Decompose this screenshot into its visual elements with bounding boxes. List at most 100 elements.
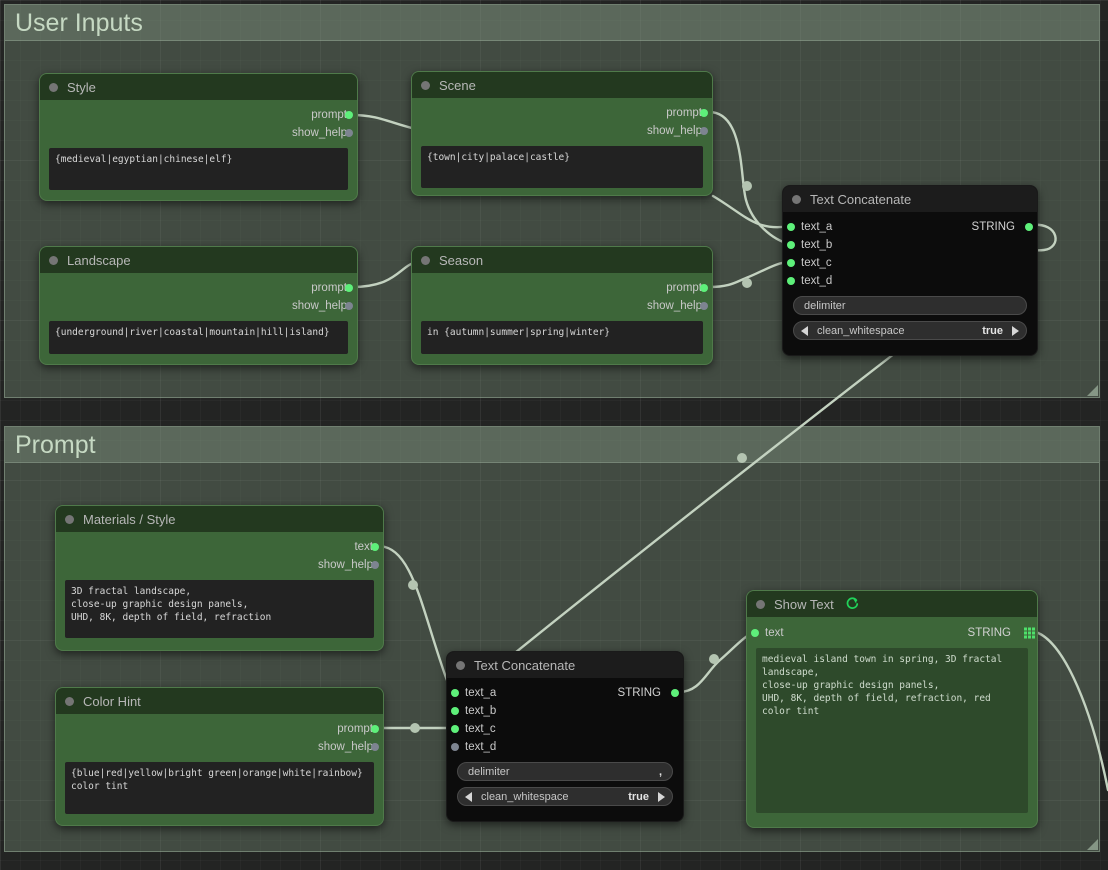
input-slot-text[interactable]: text STRING — [747, 623, 1037, 643]
input-port-dot[interactable] — [787, 259, 795, 267]
output-port-dot[interactable] — [671, 689, 679, 697]
output-port-dot[interactable] — [371, 725, 379, 733]
node-header[interactable]: Landscape — [40, 247, 357, 273]
node-landscape[interactable]: Landscape prompt show_help {underground|… — [39, 246, 358, 365]
input-slot-text_d[interactable]: text_d — [447, 738, 683, 756]
input-port-dot[interactable] — [451, 707, 459, 715]
node-title: Materials / Style — [83, 511, 176, 527]
collapse-dot-icon[interactable] — [792, 194, 801, 204]
input-slot-text_c[interactable]: text_c — [447, 720, 683, 738]
node-scene[interactable]: Scene prompt show_help {town|city|palace… — [411, 71, 713, 196]
grid-icon[interactable] — [1024, 627, 1035, 639]
output-slot-prompt[interactable]: prompt — [412, 279, 712, 297]
input-slot-text_a[interactable]: text_a STRING — [783, 218, 1037, 236]
input-slot-text_c[interactable]: text_c — [783, 254, 1037, 272]
output-port-dot[interactable] — [700, 302, 708, 310]
input-port-dot[interactable] — [787, 241, 795, 249]
node-header[interactable]: Materials / Style — [56, 506, 383, 532]
output-port-dot[interactable] — [700, 109, 708, 117]
widget-delimiter[interactable]: delimiter , — [457, 762, 673, 781]
output-port-dot[interactable] — [700, 284, 708, 292]
collapse-dot-icon[interactable] — [421, 80, 430, 90]
node-header[interactable]: Season — [412, 247, 712, 273]
input-port-dot[interactable] — [787, 223, 795, 231]
input-port-dot[interactable] — [787, 277, 795, 285]
textarea-prompt[interactable]: in {autumn|summer|spring|winter} — [421, 321, 703, 354]
group-resize-handle[interactable] — [1087, 385, 1098, 396]
group-title-user-inputs[interactable]: User Inputs — [5, 5, 1099, 41]
input-port-dot[interactable] — [751, 629, 759, 637]
refresh-icon[interactable] — [845, 597, 859, 611]
output-port-dot[interactable] — [700, 127, 708, 135]
input-slot-label: text_d — [465, 741, 497, 753]
node-header[interactable]: Style — [40, 74, 357, 100]
output-port-dot[interactable] — [345, 111, 353, 119]
output-slot-show-help[interactable]: show_help — [40, 124, 357, 142]
textarea-text[interactable]: 3D fractal landscape, close-up graphic d… — [65, 580, 374, 638]
chevron-left-icon[interactable] — [465, 791, 472, 802]
output-slot-show-help[interactable]: show_help — [412, 297, 712, 315]
textarea-output-text[interactable]: medieval island town in spring, 3D fract… — [756, 648, 1028, 813]
output-port-dot[interactable] — [1025, 223, 1033, 231]
input-slot-text_b[interactable]: text_b — [447, 702, 683, 720]
output-slot-show-help[interactable]: show_help — [56, 738, 383, 756]
input-slot-text_a[interactable]: text_a STRING — [447, 684, 683, 702]
output-slot-text[interactable]: text — [56, 538, 383, 556]
output-port-dot[interactable] — [371, 743, 379, 751]
output-slot-prompt[interactable]: prompt — [412, 104, 712, 122]
node-materials-style[interactable]: Materials / Style text show_help 3D frac… — [55, 505, 384, 651]
output-slot-prompt[interactable]: prompt — [40, 279, 357, 297]
node-body: text STRING medieval island town in spri… — [747, 617, 1037, 821]
node-header[interactable]: Scene — [412, 72, 712, 98]
collapse-dot-icon[interactable] — [65, 514, 74, 524]
node-style[interactable]: Style prompt show_help {medieval|egyptia… — [39, 73, 358, 201]
collapse-dot-icon[interactable] — [49, 255, 58, 265]
collapse-dot-icon[interactable] — [49, 82, 58, 92]
widget-delimiter[interactable]: delimiter — [793, 296, 1027, 315]
output-slot-prompt[interactable]: prompt — [56, 720, 383, 738]
node-text-concatenate-2[interactable]: Text Concatenate text_a STRING text_b te… — [446, 651, 684, 822]
chevron-left-icon[interactable] — [801, 325, 808, 336]
output-slot-show-help[interactable]: show_help — [40, 297, 357, 315]
output-port-dot[interactable] — [345, 302, 353, 310]
output-slot-label: prompt — [311, 109, 347, 121]
chevron-right-icon[interactable] — [1012, 325, 1019, 336]
output-slot-prompt[interactable]: prompt — [40, 106, 357, 124]
node-header[interactable]: Show Text — [747, 591, 1037, 617]
node-header[interactable]: Text Concatenate — [783, 186, 1037, 212]
node-show-text[interactable]: Show Text text STRING medieval island to… — [746, 590, 1038, 828]
node-header[interactable]: Text Concatenate — [447, 652, 683, 678]
group-resize-handle[interactable] — [1087, 839, 1098, 850]
input-slot-text_b[interactable]: text_b — [783, 236, 1037, 254]
node-season[interactable]: Season prompt show_help in {autumn|summe… — [411, 246, 713, 365]
textarea-prompt[interactable]: {town|city|palace|castle} — [421, 146, 703, 188]
input-port-dot[interactable] — [451, 725, 459, 733]
output-port-dot[interactable] — [371, 561, 379, 569]
output-slot-show-help[interactable]: show_help — [56, 556, 383, 574]
textarea-prompt[interactable]: {underground|river|coastal|mountain|hill… — [49, 321, 348, 354]
node-color-hint[interactable]: Color Hint prompt show_help {blue|red|ye… — [55, 687, 384, 826]
output-port-dot[interactable] — [345, 284, 353, 292]
widget-clean-whitespace[interactable]: clean_whitespace true — [793, 321, 1027, 340]
output-port-dot[interactable] — [345, 129, 353, 137]
output-slot-label: show_help — [318, 741, 373, 753]
node-header[interactable]: Color Hint — [56, 688, 383, 714]
node-text-concatenate-1[interactable]: Text Concatenate text_a STRING text_b te… — [782, 185, 1038, 356]
input-slot-text_d[interactable]: text_d — [783, 272, 1037, 290]
textarea-prompt[interactable]: {blue|red|yellow|bright green|orange|whi… — [65, 762, 374, 814]
output-port-dot[interactable] — [371, 543, 379, 551]
input-port-dot[interactable] — [451, 689, 459, 697]
chevron-right-icon[interactable] — [658, 791, 665, 802]
node-body: prompt show_help {town|city|palace|castl… — [412, 98, 712, 196]
collapse-dot-icon[interactable] — [421, 255, 430, 265]
collapse-dot-icon[interactable] — [65, 696, 74, 706]
input-port-dot[interactable] — [451, 743, 459, 751]
input-slot-label: text_d — [801, 275, 833, 287]
textarea-prompt[interactable]: {medieval|egyptian|chinese|elf} — [49, 148, 348, 190]
group-title-prompt[interactable]: Prompt — [5, 427, 1099, 463]
collapse-dot-icon[interactable] — [756, 599, 765, 609]
collapse-dot-icon[interactable] — [456, 660, 465, 670]
output-slot-show-help[interactable]: show_help — [412, 122, 712, 140]
widget-clean-whitespace[interactable]: clean_whitespace true — [457, 787, 673, 806]
